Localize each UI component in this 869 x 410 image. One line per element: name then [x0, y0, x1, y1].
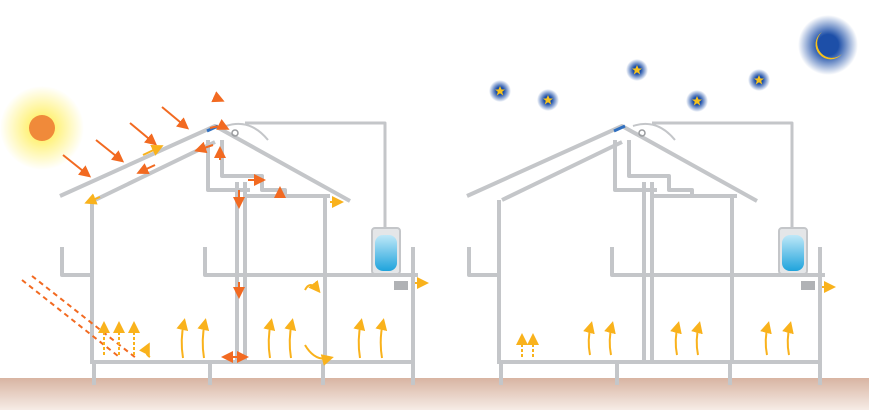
rising-air-arrows: [84, 144, 429, 366]
night-rising-air-arrows: [583, 281, 836, 356]
star-icon: [686, 90, 708, 112]
house-day: [58, 121, 420, 387]
star-icon: [626, 59, 648, 81]
sun-ray-arrows: [62, 106, 190, 178]
night-radiant-heat-arrows: [516, 333, 539, 357]
sun-icon: [29, 115, 55, 141]
star-icon: [537, 89, 559, 111]
warm-air-arrows: [136, 119, 286, 363]
low-sun-ray-arrows: [21, 275, 137, 359]
star-icon: [748, 69, 770, 91]
ground: [0, 378, 869, 410]
star-icon: [489, 80, 511, 102]
moon-glow: [798, 15, 858, 75]
day-scene: [0, 86, 429, 387]
radiant-heat-arrows: [98, 321, 140, 355]
house-night: [465, 121, 827, 387]
stars: [489, 59, 770, 112]
night-scene: [465, 15, 858, 387]
